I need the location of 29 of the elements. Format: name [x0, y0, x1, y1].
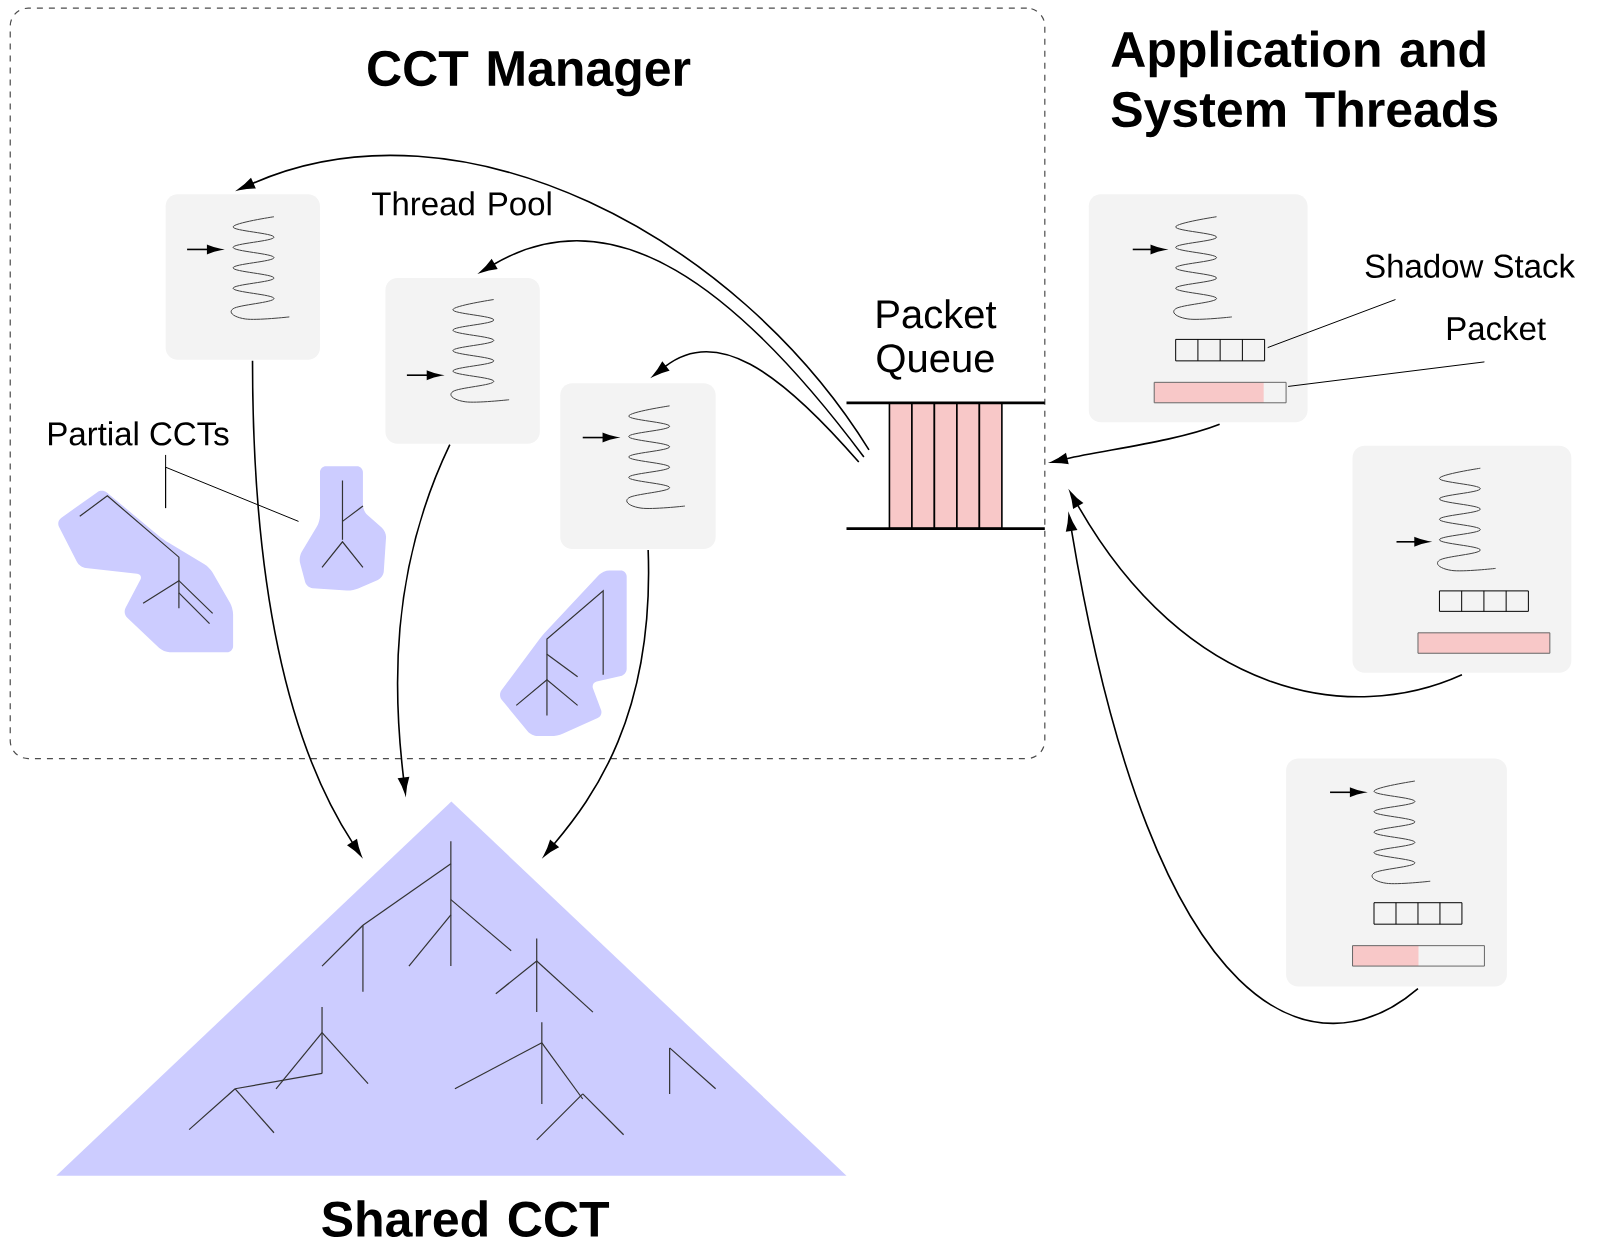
arrow	[396, 443, 451, 795]
leader-line	[165, 454, 299, 522]
arrow	[238, 155, 870, 451]
label-text: Thread Pool	[372, 191, 551, 216]
queue-label: Packet Queue	[877, 299, 997, 380]
heading: Application and System Threads	[1111, 30, 1498, 137]
leader-line	[1267, 298, 1396, 348]
shadow-stack	[1373, 902, 1463, 925]
shadow-stack	[1175, 338, 1266, 362]
partial-cct-drawing	[500, 570, 627, 736]
shadow-stack	[1438, 590, 1529, 612]
label-text: Partial CCTs	[49, 421, 229, 446]
arrow	[543, 549, 650, 857]
heading: Shared CCT	[322, 1200, 610, 1237]
arrow	[652, 350, 860, 463]
packet-bar	[1352, 945, 1485, 967]
packet-bar	[1153, 381, 1287, 404]
arrow	[1051, 423, 1221, 464]
label-text: Packet	[1447, 315, 1546, 341]
packet-bar	[1417, 632, 1551, 654]
partial-cct-drawing	[299, 466, 387, 591]
arrow	[480, 239, 865, 458]
leader-line	[1287, 361, 1485, 387]
arrow	[1066, 514, 1419, 1025]
heading: CCT Manager	[368, 50, 691, 97]
partial-cct-drawing	[58, 490, 234, 653]
label-text: Shadow Stack	[1365, 253, 1576, 278]
arrow	[251, 359, 362, 856]
arrow	[1069, 491, 1463, 698]
